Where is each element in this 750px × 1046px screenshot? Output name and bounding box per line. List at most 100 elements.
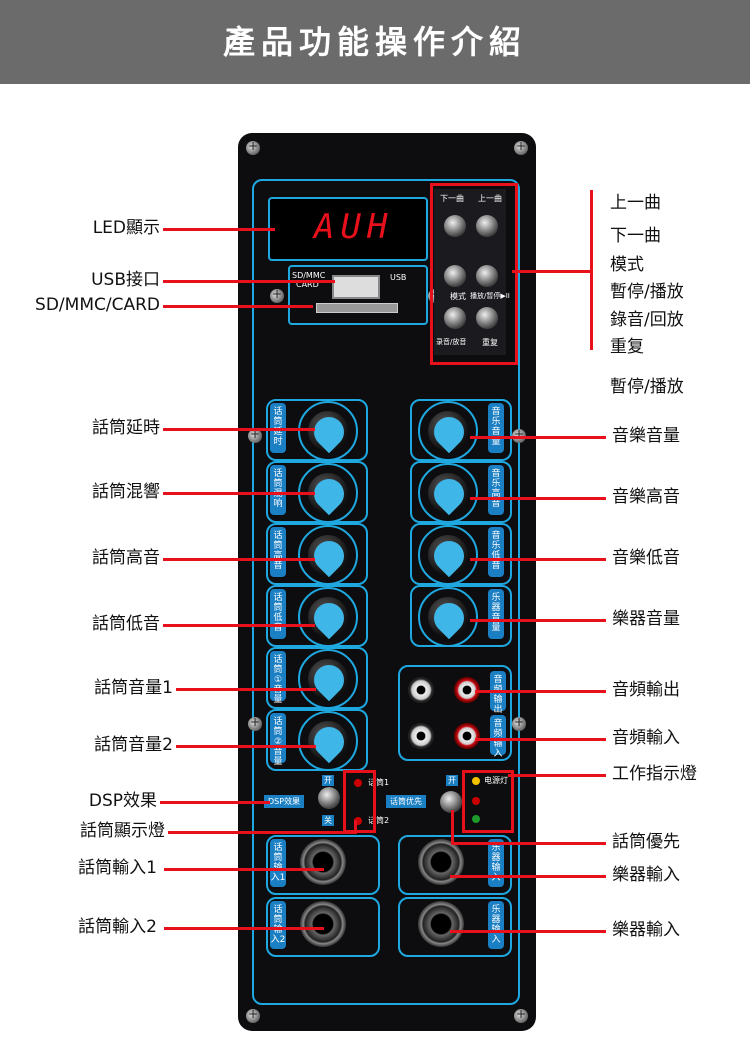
- audio-in-red-jack[interactable]: [454, 723, 480, 749]
- music-bass-tag: 音乐低音: [488, 527, 504, 577]
- label-instr-in2: 樂器輸入: [612, 920, 680, 940]
- mic-in2-tag: 话筒输入2: [270, 901, 286, 949]
- pointer-line: [160, 801, 270, 804]
- mic-in1-jack[interactable]: [300, 839, 346, 885]
- usb-port[interactable]: [332, 275, 380, 299]
- label-instr-vol: 樂器音量: [612, 609, 680, 629]
- screw-icon: [248, 427, 262, 443]
- label-dsp: DSP效果: [88, 791, 157, 811]
- sd-card-slot[interactable]: [316, 303, 398, 313]
- pointer-line: [508, 774, 606, 777]
- label-record: 錄音/回放: [610, 310, 684, 330]
- music-vol-knob[interactable]: [418, 401, 478, 461]
- prev-track-button[interactable]: [476, 215, 498, 237]
- instr-in1-frame: [398, 835, 512, 895]
- pointer-line: [163, 280, 335, 283]
- instr-in1-jack[interactable]: [418, 839, 464, 885]
- mic-priority-button[interactable]: [440, 791, 462, 813]
- pointer-line: [164, 927, 324, 930]
- mic-in2-jack[interactable]: [300, 901, 346, 947]
- priority-on-label: 开: [446, 775, 458, 786]
- mic-delay-knob[interactable]: [298, 401, 358, 461]
- card-label: CARD: [296, 280, 319, 289]
- pointer-line: [475, 690, 606, 693]
- audio-in-tag: 音频输入: [490, 715, 506, 759]
- label-play-pause: 暫停/播放: [610, 282, 684, 302]
- sd-mmc-label: SD/MMC: [292, 271, 326, 280]
- mic-bass-frame: [266, 585, 368, 647]
- label-mic-indicator: 話筒顯示燈: [80, 821, 165, 841]
- instr-vol-knob[interactable]: [418, 587, 478, 647]
- screw-icon: [246, 139, 260, 155]
- label-repeat: 重复: [610, 337, 644, 357]
- record-button[interactable]: [444, 307, 466, 329]
- instr-vol-frame: [410, 585, 512, 647]
- mode-button[interactable]: [444, 265, 466, 287]
- next-track-button[interactable]: [444, 215, 466, 237]
- instr-in2-frame: [398, 897, 512, 957]
- label-music-vol: 音樂音量: [612, 426, 680, 446]
- audio-out-white-jack[interactable]: [408, 677, 434, 703]
- led-display-text: AUH: [314, 207, 394, 247]
- pointer-line: [163, 228, 275, 231]
- title-banner: 產品功能操作介紹: [0, 0, 750, 84]
- rec-btn-label: 录音/放音: [436, 338, 467, 346]
- label-mic-in1: 話筒輸入1: [78, 858, 157, 878]
- pointer-line: [450, 930, 606, 933]
- music-treble-tag: 音乐高音: [488, 465, 504, 515]
- rca-frame: [398, 665, 512, 761]
- play-pause-button[interactable]: [476, 265, 498, 287]
- music-treble-knob[interactable]: [418, 463, 478, 523]
- mic-in1-tag: 话筒输入1: [270, 839, 286, 887]
- mic-vol2-knob[interactable]: [298, 711, 358, 771]
- mic-in1-frame: [266, 835, 380, 895]
- mic-vol1-tag: 话筒①音量: [270, 651, 286, 705]
- power-led-highlight: [462, 770, 514, 833]
- pointer-line: [470, 436, 606, 439]
- mic1-led-label: 话筒1: [368, 778, 390, 787]
- status-led-green: [472, 815, 480, 823]
- mic-treble-tag: 话筒高音: [270, 527, 286, 577]
- repeat-button[interactable]: [476, 307, 498, 329]
- mic-reverb-tag: 话筒混响: [270, 465, 286, 515]
- mic-treble-knob[interactable]: [298, 525, 358, 585]
- mic-vol1-knob[interactable]: [298, 649, 358, 709]
- mode-btn-label: 模式: [450, 292, 466, 301]
- mic-vol1-frame: [266, 647, 368, 709]
- control-panel: AUH SD/MMC CARD USB 下一曲 上一曲 模式 播放/暂停▶II …: [238, 133, 536, 1031]
- label-music-bass: 音樂低音: [612, 548, 680, 568]
- usb-sd-area: SD/MMC CARD USB: [288, 265, 428, 325]
- label-audio-out: 音頻輸出: [612, 680, 680, 700]
- screw-icon: [514, 139, 528, 155]
- button-cluster-highlight: [430, 183, 518, 365]
- label-mic-delay: 話筒延時: [92, 418, 160, 438]
- audio-in-white-jack[interactable]: [408, 723, 434, 749]
- instr-in2-tag: 乐器输入: [488, 901, 504, 949]
- mic-vol2-frame: [266, 709, 368, 771]
- rep-btn-label: 重复: [482, 338, 498, 347]
- label-audio-in: 音頻輸入: [612, 728, 680, 748]
- pointer-line: [470, 619, 606, 622]
- instr-in1-tag: 乐器输入: [488, 839, 504, 887]
- screw-icon: [246, 1007, 260, 1023]
- mic-treble-frame: [266, 523, 368, 585]
- play-btn-label: 播放/暂停▶II: [470, 292, 510, 300]
- label-prev: 上一曲: [610, 193, 661, 213]
- label-mic-treble: 話筒高音: [92, 548, 160, 568]
- pointer-line: [176, 688, 316, 691]
- pointer-line: [168, 831, 354, 834]
- pointer-line: [470, 558, 606, 561]
- music-bass-knob[interactable]: [418, 525, 478, 585]
- usb-label: USB: [390, 273, 407, 282]
- label-play-pause-2: 暫停/播放: [610, 377, 684, 397]
- power-led: [472, 777, 480, 785]
- led-display: AUH: [268, 197, 428, 261]
- mic-bass-knob[interactable]: [298, 587, 358, 647]
- label-next: 下一曲: [610, 226, 661, 246]
- dsp-button[interactable]: [318, 787, 340, 809]
- music-bass-frame: [410, 523, 512, 585]
- instr-in2-jack[interactable]: [418, 901, 464, 947]
- label-instr-in1: 樂器輸入: [612, 865, 680, 885]
- status-led-red: [472, 797, 480, 805]
- pointer-line: [163, 305, 313, 308]
